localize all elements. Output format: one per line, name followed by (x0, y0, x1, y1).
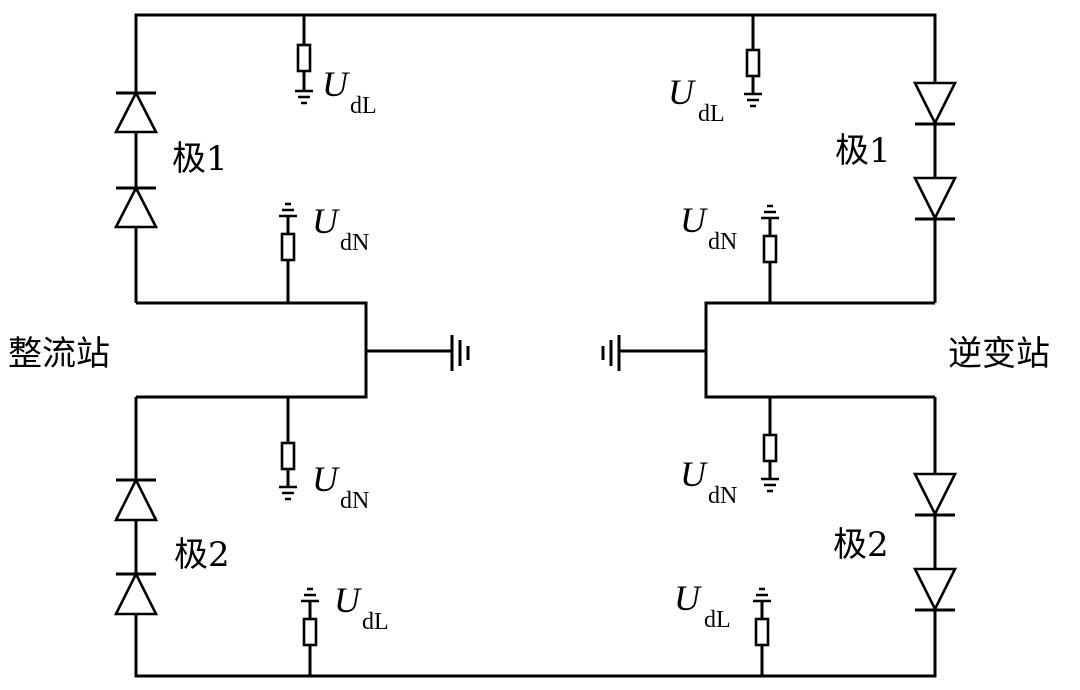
diode-icon (912, 472, 958, 517)
resistor-icon (302, 617, 318, 647)
diode-icon (912, 567, 958, 612)
svg-text:dL: dL (362, 609, 389, 635)
label-udl-rectifier-pole2: U dL (334, 580, 389, 635)
resistor-icon (280, 232, 296, 262)
inverter-pole1-udl-divider (744, 15, 762, 108)
label-udn-rectifier-pole2: U dN (312, 459, 369, 514)
earth-icon (744, 92, 762, 108)
rectifier-pole1-udl-divider (295, 15, 313, 105)
wires (134, 13, 937, 678)
resistor-icon (762, 433, 778, 463)
rectifier-ground-icon (450, 335, 470, 371)
svg-text:U: U (312, 459, 340, 499)
svg-text:U: U (668, 72, 696, 112)
earth-icon (295, 89, 313, 105)
label-udl-rectifier-pole1: U dL (322, 64, 377, 119)
pole1-dc-line (134, 13, 937, 303)
rectifier-pole2-udn-divider (279, 397, 297, 501)
svg-text:U: U (322, 64, 350, 104)
resistor-icon (280, 441, 296, 471)
svg-text:dN: dN (340, 488, 369, 514)
earth-icon (279, 202, 297, 218)
inverter-station-label: 逆变站 (948, 334, 1050, 374)
resistor-icon (296, 43, 312, 73)
rectifier-pole2-diodes (113, 477, 159, 616)
rectifier-pole1-udn-divider (279, 202, 297, 303)
label-udn-rectifier-pole1: U dN (312, 201, 369, 256)
diode-icon (113, 185, 159, 229)
inverter-ground-icon (601, 335, 621, 371)
diode-icon (113, 90, 159, 134)
rectifier-pole2-label: 极2 (174, 535, 230, 575)
pole2-dc-line (134, 397, 937, 678)
label-udn-inverter-pole1: U dN (680, 200, 737, 255)
label-udl-inverter-pole2: U dL (674, 578, 731, 633)
svg-text:U: U (680, 200, 708, 240)
inverter-pole1-diodes (912, 81, 958, 221)
svg-text:U: U (334, 580, 362, 620)
rectifier-pole1-diodes (113, 90, 159, 229)
inverter-pole1-udn-divider (761, 204, 779, 303)
svg-text:dN: dN (708, 229, 737, 255)
earth-icon (761, 204, 779, 220)
diode-icon (912, 81, 958, 126)
rectifier-pole2-udl-divider (301, 587, 319, 676)
label-udl-inverter-pole1: U dL (668, 72, 725, 127)
rectifier-station-label: 整流站 (8, 334, 110, 374)
inverter-pole2-diodes (912, 472, 958, 612)
rectifier-neutral-bus (136, 301, 368, 399)
inverter-pole2-label: 极2 (833, 525, 889, 565)
inverter-pole2-udl-divider (753, 587, 771, 676)
diode-icon (113, 571, 159, 616)
resistor-icon (754, 617, 770, 647)
inverter-neutral-bus (704, 301, 935, 399)
svg-text:U: U (674, 578, 702, 618)
svg-text:dL: dL (698, 101, 725, 127)
resistor-icon (762, 234, 778, 264)
diode-icon (113, 477, 159, 522)
label-udn-inverter-pole2: U dN (680, 454, 737, 509)
svg-text:dN: dN (708, 483, 737, 509)
inverter-pole2-udn-divider (761, 397, 779, 493)
inverter-pole1-label: 极1 (835, 131, 891, 171)
diode-icon (912, 176, 958, 221)
rectifier-pole1-label: 极1 (172, 139, 228, 179)
svg-text:U: U (312, 201, 340, 241)
earth-icon (753, 587, 771, 603)
svg-text:U: U (680, 454, 708, 494)
svg-text:dL: dL (350, 93, 377, 119)
earth-icon (279, 485, 297, 501)
svg-text:dL: dL (704, 607, 731, 633)
svg-text:dN: dN (340, 230, 369, 256)
resistor-icon (745, 48, 761, 78)
earth-icon (301, 587, 319, 603)
earth-icon (761, 477, 779, 493)
